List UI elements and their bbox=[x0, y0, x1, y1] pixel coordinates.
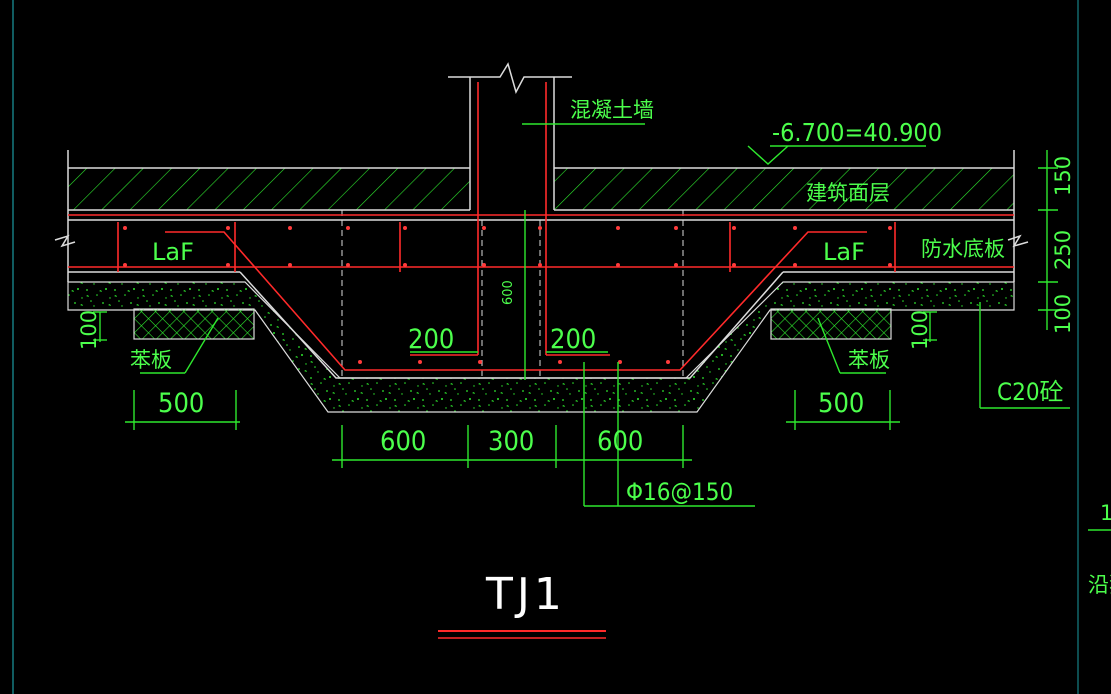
label-edge-1: 1 bbox=[1100, 501, 1111, 525]
leader-lines bbox=[140, 123, 1111, 531]
waterproof-slab bbox=[54, 150, 1029, 282]
label-waterproof-slab: 防水底板 bbox=[921, 237, 1005, 261]
dim-100-right: 100 bbox=[908, 310, 932, 350]
dim-600-bottom-left: 600 bbox=[380, 426, 426, 457]
label-concrete-wall: 混凝土墙 bbox=[570, 98, 654, 122]
dim-200-left: 200 bbox=[408, 324, 454, 355]
foam-board-left bbox=[133, 308, 255, 340]
dim-600-depth: 600 bbox=[501, 280, 516, 305]
dim-500-right: 500 bbox=[818, 388, 864, 419]
foam-board-right bbox=[770, 308, 892, 340]
label-laf-left: LaF bbox=[152, 238, 194, 266]
concrete-wall bbox=[448, 62, 572, 210]
dim-500-left: 500 bbox=[158, 388, 204, 419]
dim-600-bottom-right: 600 bbox=[597, 426, 643, 457]
dim-150: 150 bbox=[1051, 156, 1075, 196]
label-edge-2: 沿独 bbox=[1088, 573, 1111, 597]
label-floor-finish: 建筑面层 bbox=[806, 181, 890, 205]
label-elevation: -6.700=40.900 bbox=[772, 118, 942, 147]
label-foam-left: 苯板 bbox=[130, 348, 172, 372]
dim-200-right: 200 bbox=[550, 324, 596, 355]
bedding-concrete bbox=[67, 281, 1015, 413]
drawing-title: TJ1 bbox=[485, 569, 566, 620]
dim-300-bottom: 300 bbox=[488, 426, 534, 457]
dim-100-left: 100 bbox=[77, 310, 101, 350]
pit-outline bbox=[239, 271, 784, 379]
label-rebar: Φ16@150 bbox=[626, 478, 733, 506]
dim-100-right-edge: 100 bbox=[1051, 294, 1075, 334]
floor-finish-layer bbox=[68, 167, 1014, 211]
label-bedding: C20砼 bbox=[997, 378, 1064, 406]
reinforcement bbox=[68, 82, 1014, 371]
label-laf-right: LaF bbox=[823, 238, 865, 266]
dim-250: 250 bbox=[1051, 230, 1075, 270]
pit-guides bbox=[341, 210, 684, 378]
label-foam-right: 苯板 bbox=[848, 348, 890, 372]
dimension-lines bbox=[93, 150, 1058, 468]
